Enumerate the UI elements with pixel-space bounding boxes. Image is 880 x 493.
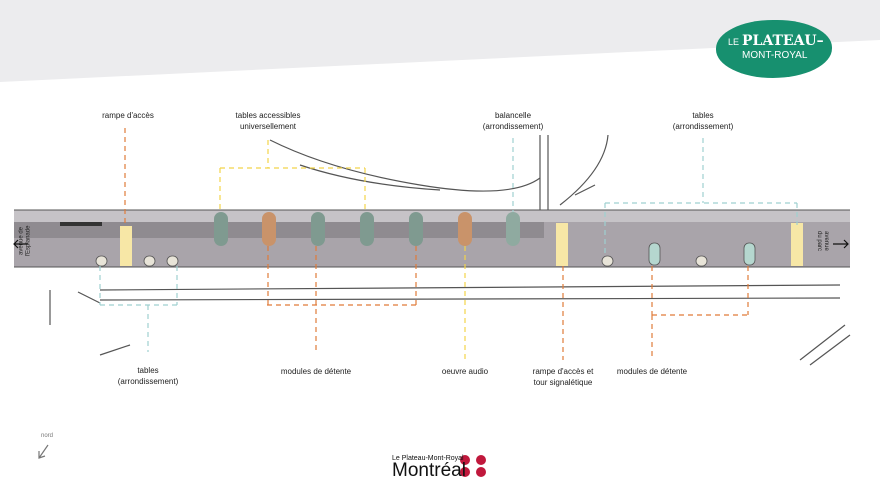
label-oeuvre-audio: oeuvre audio	[441, 367, 489, 376]
label-rampe-acces: rampe d'accès	[102, 111, 154, 120]
label-tables-bottom: tables(arrondissement)	[117, 366, 179, 386]
tables-accessible	[214, 212, 520, 246]
context-lines	[49, 134, 851, 366]
label-modules-detente: modules de détente	[280, 367, 352, 376]
label-tables-top: tables(arrondissement)	[672, 111, 734, 131]
access-ramp	[120, 226, 132, 266]
access-ramp	[791, 223, 803, 266]
header-band	[0, 0, 880, 82]
bench	[60, 222, 102, 226]
label-balancelle: balancelle(arrondissement)	[482, 111, 544, 131]
north-arrow-icon	[38, 444, 49, 459]
montreal-rose-icon	[460, 455, 486, 477]
plateau-logo: LE PLATEAU– MONT-ROYAL	[716, 20, 832, 78]
label-modules-detente-2: modules de détente	[616, 367, 688, 376]
small-tables	[95, 242, 756, 267]
compass-label: nord	[41, 433, 54, 439]
montreal-logo: Le Plateau-Mont-Royal Montréal	[392, 455, 466, 481]
direction-arrows	[13, 239, 849, 459]
access-ramp-tower	[556, 223, 568, 266]
